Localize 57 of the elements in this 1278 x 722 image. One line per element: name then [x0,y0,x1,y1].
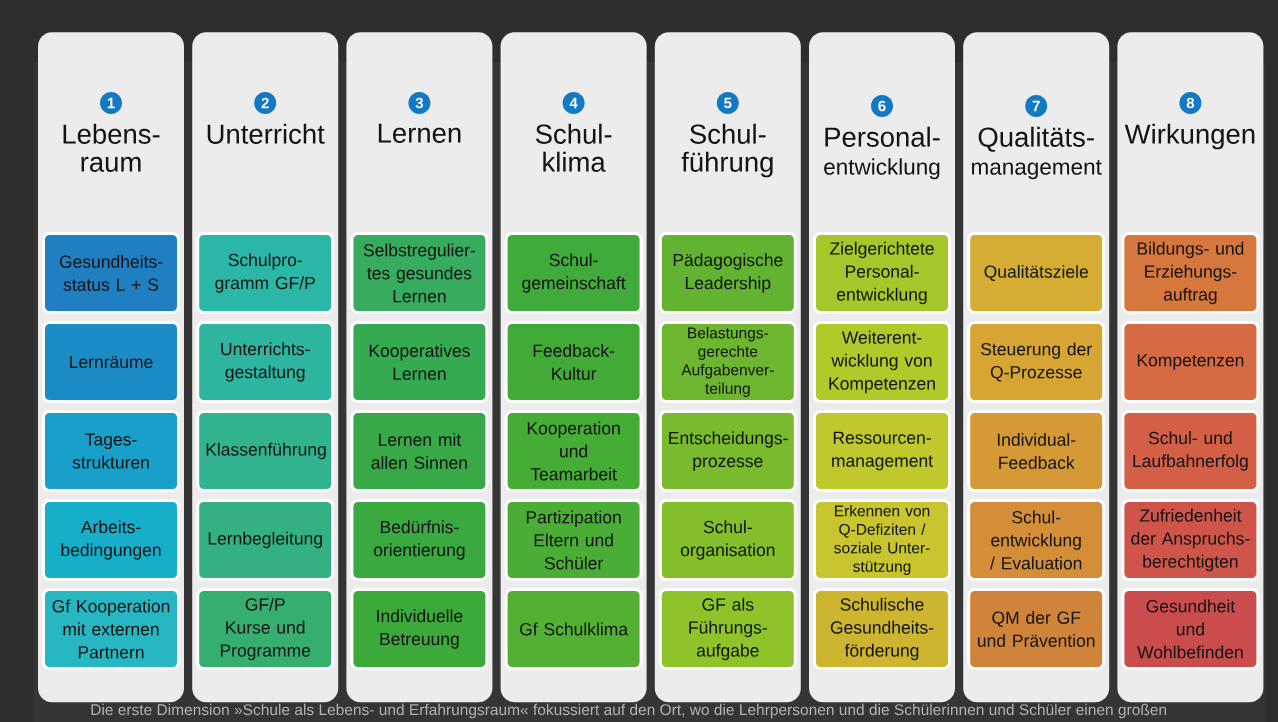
paragraph-text: Die erste Dimension »Schule als Lebens- und Erfahrungsraum« fokussiert auf den Ort, wo die Lehrpersonen und die Schülerinnen und Schüler einen großen [91,703,1166,719]
topic-box: Schulpro- gramm GF/P [196,232,335,314]
topic-box: Zielgerichtete Personal- entwicklung [813,232,951,314]
column-heading: Wirkungen [1124,123,1255,150]
topic-box: Gf Schulklima [504,588,643,670]
topic-box: Kompetenzen [1121,321,1260,403]
topic-box: Feedback- Kultur [504,321,643,403]
number-badge: 2 [254,92,277,114]
topic-box: Selbstregulier- tes gesundes Lernen [350,232,489,314]
topic-box: QM der GF und Prävention [967,588,1106,670]
topic-box: Weiterent- wicklung von Kompetenzen [813,321,951,403]
topic-box: Individual- Feedback [967,410,1106,492]
number-badge: 6 [871,95,893,117]
topic-box: Qualitätsziele [967,232,1106,314]
number-badge: 1 [100,92,122,114]
column-heading: Lernen [378,123,461,143]
topic-box: Lernen mit allen Sinnen [350,410,489,492]
topic-box: Unterrichts- gestaltung [196,321,335,403]
topic-box: Entscheidungs- prozesse [658,410,797,492]
topic-box: Lernbegleitung [196,499,335,581]
column-heading: Schul- klima [535,123,612,172]
topic-box: Schul- entwicklung / Evaluation [967,499,1106,581]
topic-box: Pädagogische Leadership [658,232,797,314]
topic-box: Arbeits- bedingungen [42,499,180,581]
number-badge: 8 [1179,92,1202,114]
topic-box: Gf Kooperation mit externen Partnern [42,588,180,670]
topic-box: Belastungs- gerechte Aufgabenver- teilung [658,321,797,403]
column-heading: Personal- entwicklung [824,126,940,180]
column-heading: Unterricht [207,123,325,144]
topic-box: Schul- gemeinschaft [504,232,643,314]
topic-box: Steuerung der Q-Prozesse [967,321,1106,403]
topic-box: Bedürfnis- orientierung [350,499,489,581]
topic-box: Partizipation Eltern und Schüler [504,499,643,581]
topic-box: Kooperation und Teamarbeit [504,410,643,492]
topic-box: Tages- strukturen [42,410,180,492]
number-badge: 4 [562,92,585,114]
topic-box: Lernräume [42,321,180,403]
column-heading: Schul- führung [681,123,773,178]
topic-box: Kooperatives Lernen [350,321,489,403]
topic-box: Schul- und Laufbahnerfolg [1121,410,1260,492]
number-badge: 3 [408,92,431,114]
topic-box: Bildungs- und Erziehungs- auftrag [1121,232,1260,314]
topic-box: Zufriedenheit der Anspruchs- berechtigten [1121,499,1260,581]
topic-box: Klassenführung [196,410,335,492]
topic-box: Schul- organisation [658,499,797,581]
column-heading: Lebens- raum [63,123,160,172]
topic-box: Schulische Gesundheits- förderung [813,588,951,670]
topic-box: Gesundheit und Wohlbefinden [1121,588,1260,670]
topic-box: Individuelle Betreuung [350,588,489,670]
number-badge: 7 [1025,95,1048,117]
column-heading: Qualitäts- management [972,126,1102,180]
topic-box: Ressourcen- management [813,410,951,492]
number-badge: 5 [716,92,739,114]
topic-box: GF als Führungs- aufgabe [658,588,797,670]
topic-box: Gesundheits- status L + S [42,232,180,314]
topic-box: GF/P Kurse und Programme [196,588,335,670]
topic-box: Erkennen von Q-Defiziten / soziale Unter- stützung [813,499,951,581]
